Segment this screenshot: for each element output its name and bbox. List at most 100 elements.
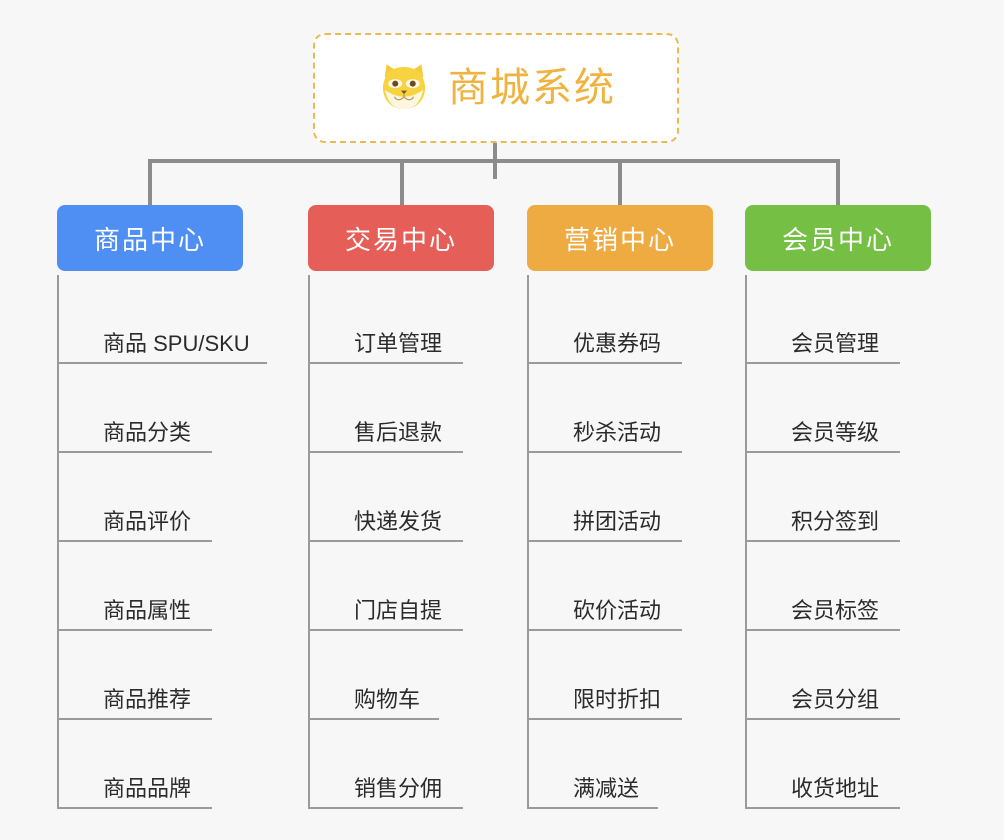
leaf-item-underline [745,718,900,720]
leaf-item[interactable]: 限时折扣 [527,631,713,720]
leaf-item[interactable]: 售后退款 [308,364,494,453]
leaf-item[interactable]: 商品分类 [57,364,267,453]
leaf-item-body: 会员分组 [745,687,900,720]
shiba-dog-face-icon [376,60,432,116]
leaf-item-body: 砍价活动 [527,597,682,631]
leaf-item-body: 销售分佣 [308,775,463,809]
category-column-3: 营销中心优惠券码秒杀活动拼团活动砍价活动限时折扣满减送 [527,205,713,809]
root-title: 商城系统 [448,66,616,110]
leaf-item-underline [527,718,682,720]
leaf-item-body: 商品属性 [57,597,212,631]
leaf-item-body: 购物车 [308,687,439,720]
leaf-item-label: 商品品牌 [103,775,192,801]
leaf-item[interactable]: 会员管理 [745,275,931,364]
leaf-item-body: 积分签到 [745,508,900,542]
leaf-item-label: 积分签到 [791,508,880,534]
leaf-item-underline [745,362,900,364]
leaf-item[interactable]: 商品 SPU/SKU [57,275,267,364]
branch-trunk-line [745,275,747,809]
leaf-item-underline [308,807,463,809]
leaf-item-underline [527,807,658,809]
leaf-item-label: 会员等级 [791,419,880,445]
leaf-item[interactable]: 积分签到 [745,453,931,542]
leaf-item-underline [308,629,463,631]
leaf-item[interactable]: 销售分佣 [308,720,494,809]
leaf-item-label: 限时折扣 [573,686,662,712]
leaf-item[interactable]: 订单管理 [308,275,494,364]
leaf-item-body: 商品品牌 [57,775,212,809]
category-column-4: 会员中心会员管理会员等级积分签到会员标签会员分组收货地址 [745,205,931,809]
leaf-item-body: 商品评价 [57,508,212,542]
leaf-item-underline [527,451,682,453]
leaf-item[interactable]: 砍价活动 [527,542,713,631]
leaf-item-label: 门店自提 [354,597,443,623]
leaf-item-label: 商品属性 [103,597,192,623]
leaf-item[interactable]: 商品推荐 [57,631,267,720]
leaf-item-body: 商品推荐 [57,686,212,720]
leaf-item[interactable]: 商品品牌 [57,720,267,809]
leaf-item-label: 会员标签 [791,597,880,623]
category-header-label: 会员中心 [781,224,894,255]
branch-trunk-line [527,275,529,809]
leaf-item[interactable]: 商品评价 [57,453,267,542]
leaf-item-underline [527,362,682,364]
leaf-item-label: 商品推荐 [103,686,192,712]
leaf-item[interactable]: 会员分组 [745,631,931,720]
leaf-item-underline [57,718,212,720]
leaf-item-body: 优惠券码 [527,330,682,364]
leaf-item[interactable]: 秒杀活动 [527,364,713,453]
leaf-item-label: 售后退款 [354,419,443,445]
connector-drop-4 [836,159,840,205]
leaf-item[interactable]: 会员等级 [745,364,931,453]
leaf-item-label: 销售分佣 [354,775,443,801]
connector-drop-1 [148,159,152,205]
category-header-1[interactable]: 商品中心 [57,205,243,271]
leaf-item[interactable]: 拼团活动 [527,453,713,542]
category-header-4[interactable]: 会员中心 [745,205,931,271]
leaf-item-label: 商品 SPU/SKU [103,330,250,356]
leaf-item-body: 秒杀活动 [527,419,682,453]
leaf-item[interactable]: 优惠券码 [527,275,713,364]
category-header-2[interactable]: 交易中心 [308,205,494,271]
leaf-item[interactable]: 会员标签 [745,542,931,631]
leaf-item-label: 砍价活动 [573,597,662,623]
leaf-item-body: 会员等级 [745,419,900,453]
leaf-item[interactable]: 门店自提 [308,542,494,631]
leaf-item-body: 拼团活动 [527,508,682,542]
leaf-item-body: 订单管理 [308,331,463,364]
connector-bus [150,159,840,163]
leaf-item-underline [527,540,682,542]
leaf-item-label: 秒杀活动 [573,419,662,445]
leaf-item-underline [745,807,900,809]
leaf-item-body: 售后退款 [308,419,463,453]
category-column-1: 商品中心商品 SPU/SKU 商品分类商品评价商品属性商品推荐商品品牌 [57,205,267,809]
leaf-item-underline [308,718,439,720]
leaf-item-body: 会员标签 [745,597,900,631]
leaf-item-body: 门店自提 [308,597,463,631]
leaf-item-label: 优惠券码 [573,330,662,356]
branch-trunk-line [57,275,59,809]
leaf-item[interactable]: 购物车 [308,631,494,720]
root-node[interactable]: 商城系统 [313,33,679,143]
leaf-item[interactable]: 满减送 [527,720,713,809]
leaf-item-label: 商品评价 [103,508,192,534]
category-header-3[interactable]: 营销中心 [527,205,713,271]
branch-trunk-line [308,275,310,809]
leaf-item-underline [57,362,267,364]
leaf-item-label: 满减送 [573,775,640,801]
leaf-item[interactable]: 快递发货 [308,453,494,542]
leaf-item-label: 快递发货 [354,508,443,534]
leaf-item-label: 拼团活动 [573,508,662,534]
leaf-item-underline [308,540,463,542]
leaf-item-body: 快递发货 [308,508,463,542]
category-header-label: 营销中心 [563,224,676,255]
category-column-2: 交易中心订单管理售后退款快递发货门店自提购物车销售分佣 [308,205,494,809]
category-header-label: 商品中心 [93,224,206,255]
leaf-item[interactable]: 商品属性 [57,542,267,631]
leaf-item[interactable]: 收货地址 [745,720,931,809]
leaf-item-label: 收货地址 [791,775,880,801]
leaf-item-underline [308,451,463,453]
leaf-item-label: 商品分类 [103,419,192,445]
connector-drop-2 [400,159,404,205]
